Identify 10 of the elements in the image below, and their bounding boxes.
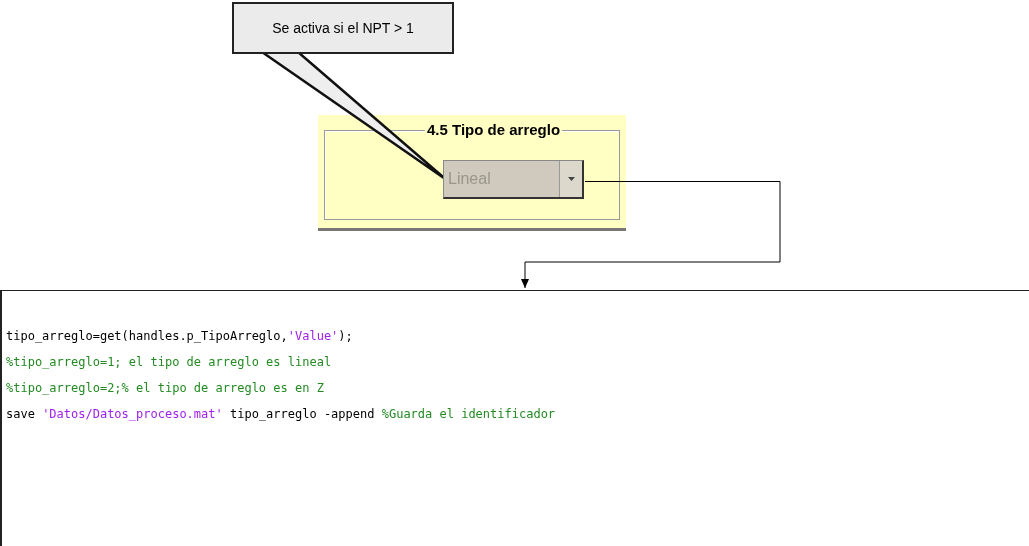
- arrow: [521, 181, 781, 289]
- callout-box: [232, 2, 454, 54]
- code-line: %tipo_arreglo=2;% el tipo de arreglo es en Z: [6, 380, 325, 397]
- settings-panel: [318, 115, 626, 231]
- code-line: save 'Datos/Datos_proceso.mat' tipo_arreglo -append %Guarda el identificador: [6, 406, 557, 423]
- code-line: %tipo_arreglo=1; el tipo de arreglo es lineal: [6, 354, 333, 371]
- code-line: tipo_arreglo=get(handles.p_TipoArreglo,'Value');: [6, 328, 354, 345]
- group-title: 4.5 Tipo de arreglo: [425, 121, 563, 138]
- code-panel: [0, 290, 1029, 546]
- callout-text: Se activa si el NPT > 1: [272, 20, 414, 36]
